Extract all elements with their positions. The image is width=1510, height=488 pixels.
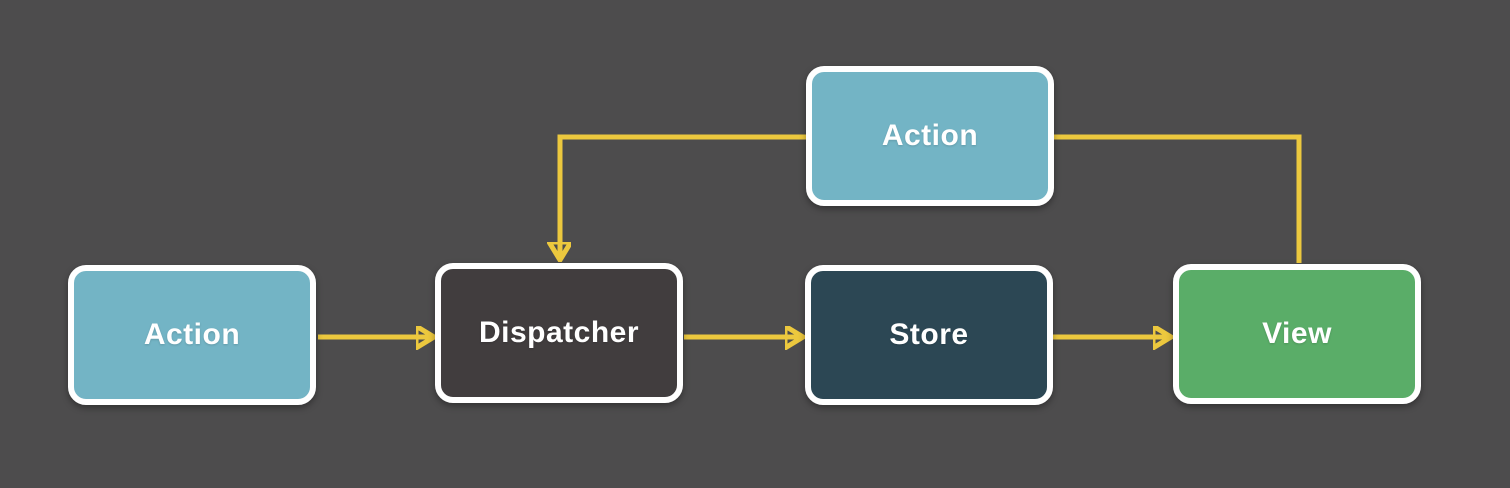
node-store: Store xyxy=(805,265,1053,405)
node-action-top-label: Action xyxy=(881,119,979,152)
connector-view-to-action-top xyxy=(1052,134,1302,263)
node-store-label: Store xyxy=(889,318,969,351)
node-action-left: Action xyxy=(68,265,316,405)
connector-action-top-to-dispatcher xyxy=(560,134,806,260)
node-action-top: Action xyxy=(806,66,1054,206)
node-dispatcher: Dispatcher xyxy=(435,263,683,403)
node-action-left-label: Action xyxy=(143,318,241,351)
node-view-label: View xyxy=(1262,317,1332,350)
node-view: View xyxy=(1173,264,1421,404)
node-dispatcher-label: Dispatcher xyxy=(478,316,640,349)
